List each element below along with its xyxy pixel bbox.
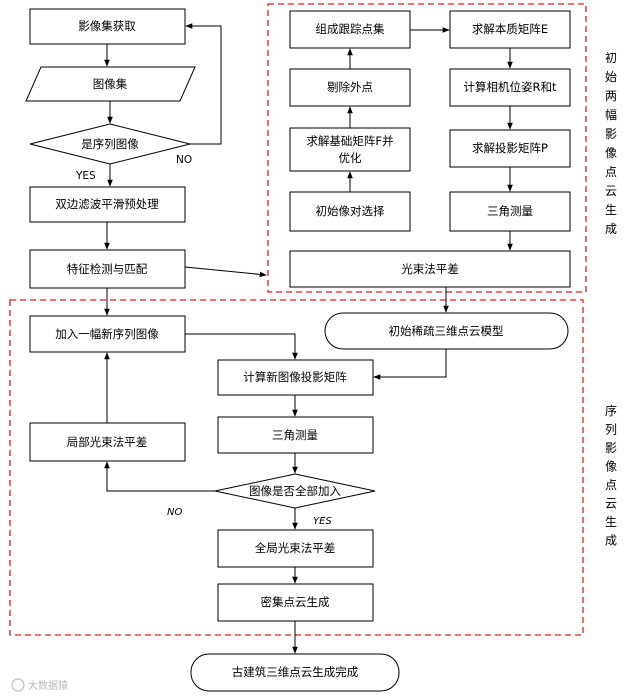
essential-label: 求解本质矩阵E <box>472 22 548 36</box>
initial-pair-label: 初始像对选择 <box>316 204 385 218</box>
fundamental-label-1: 求解基础矩阵F并 <box>306 134 393 148</box>
dense-box <box>217 583 374 622</box>
fundamental-box <box>289 127 411 172</box>
preprocess-box <box>29 186 186 223</box>
essential-box <box>449 10 571 49</box>
pose-box <box>449 68 571 107</box>
local-bundle-label: 局部光束法平差 <box>67 435 148 449</box>
add-image-box <box>29 315 186 353</box>
acquire-label: 影像集获取 <box>78 19 136 33</box>
new-projection-label: 计算新图像投影矩阵 <box>243 370 347 384</box>
no-label-1: NO <box>176 154 192 166</box>
sequence-panel-title: 序列影像点云生成 <box>605 403 617 548</box>
pose-label: 计算相机位姿R和t <box>464 80 557 94</box>
feature-label: 特征检测与匹配 <box>67 262 148 276</box>
seq-triangulate-label: 三角测量 <box>272 428 318 442</box>
add-image-label: 加入一幅新序列图像 <box>55 327 159 341</box>
preprocess-label: 双边滤波平滑预处理 <box>55 197 159 211</box>
dense-label: 密集点云生成 <box>261 595 330 609</box>
arrow-sparse-to-new-projection <box>373 349 447 380</box>
local-bundle-box <box>29 422 186 462</box>
no-label-2: NO <box>167 507 182 518</box>
sparse-model-label: 初始稀疏三维点云模型 <box>389 324 504 338</box>
global-bundle-box <box>217 529 374 568</box>
all-added-label: 图像是否全部加入 <box>249 484 341 498</box>
bundle-box <box>289 250 571 288</box>
triangulate-box <box>449 191 571 232</box>
is-sequence-label: 是序列图像 <box>81 137 139 151</box>
projection-label: 求解投影矩阵P <box>472 141 548 155</box>
watermark: 大数据猿 <box>11 678 68 692</box>
bundle-label: 光束法平差 <box>401 262 459 276</box>
final-box <box>190 653 400 692</box>
tracks-label: 组成跟踪点集 <box>316 22 385 36</box>
final-label: 古建筑三维点云生成完成 <box>232 665 359 679</box>
initial-panel-frame <box>267 3 587 293</box>
initial-panel-title: 初始两幅影像点云生成 <box>605 51 617 236</box>
sequence-panel-frame <box>9 299 584 636</box>
watermark-label: 大数据猿 <box>28 679 68 692</box>
global-bundle-label: 全局光束法平差 <box>255 541 336 555</box>
arrow-feature-to-initial <box>184 266 267 278</box>
outliers-box <box>289 68 411 107</box>
watermark-icon <box>11 678 25 692</box>
arrow-add-image-to-new-projection <box>185 333 298 360</box>
triangulate-label: 三角测量 <box>487 204 533 218</box>
yes-label-1: YES <box>75 170 96 182</box>
outliers-label: 剔除外点 <box>327 80 373 94</box>
feature-box <box>29 249 186 289</box>
arrow-decision-no-to-local-bundle <box>104 461 215 492</box>
projection-box <box>449 129 571 168</box>
arrow-decision-no-loop <box>185 23 222 145</box>
image-set-label: 图像集 <box>93 77 128 91</box>
image-set-box <box>25 66 196 102</box>
yes-label-2: YES <box>313 516 332 527</box>
fundamental-label-2: 优化 <box>339 151 362 165</box>
